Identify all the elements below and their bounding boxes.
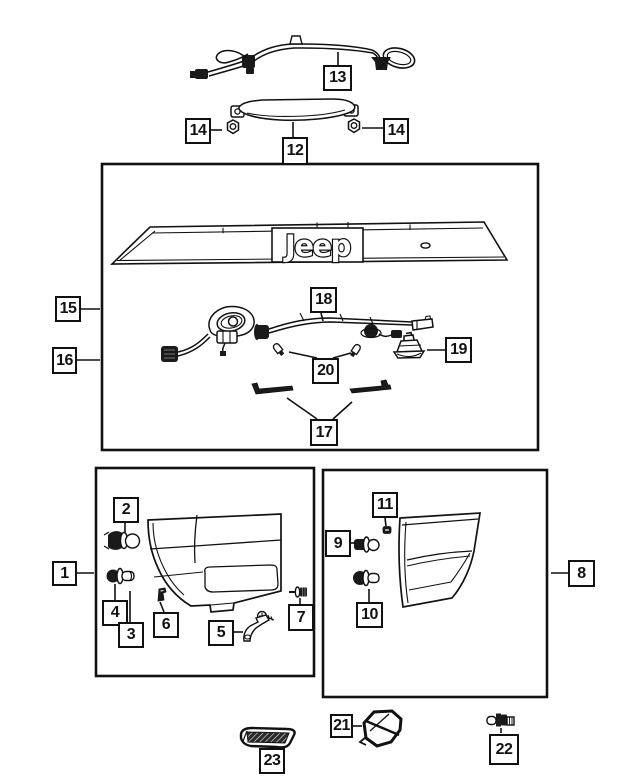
callout-19[interactable]: 19 xyxy=(445,337,472,363)
callout-8[interactable]: 8 xyxy=(568,560,595,587)
callout-2[interactable]: 2 xyxy=(113,497,139,523)
wiring-harness-13-drawing xyxy=(190,35,416,79)
callout-15[interactable]: 15 xyxy=(55,296,81,322)
socket-2-drawing xyxy=(103,531,141,550)
callout-6[interactable]: 6 xyxy=(153,612,179,638)
frame-boxes xyxy=(94,162,549,699)
callout-20[interactable]: 20 xyxy=(312,358,339,384)
callout-14-right[interactable]: 14 xyxy=(383,118,409,144)
bracket-5-drawing xyxy=(243,610,275,642)
callout-13[interactable]: 13 xyxy=(323,65,352,91)
stop-lamp-12-drawing xyxy=(230,98,359,121)
socket-bulb-4-3-drawing xyxy=(106,567,135,585)
callout-4[interactable]: 4 xyxy=(102,600,128,626)
callout-10[interactable]: 10 xyxy=(356,602,383,628)
license-lamp-21-drawing xyxy=(358,709,403,748)
callout-14-left[interactable]: 14 xyxy=(185,118,211,144)
vent-23-drawing xyxy=(239,726,296,749)
callout-11[interactable]: 11 xyxy=(372,492,398,518)
callout-1[interactable]: 1 xyxy=(52,561,77,586)
callout-9[interactable]: 9 xyxy=(325,530,351,557)
frame-box-liftgate-applique xyxy=(100,162,540,452)
frame-box-tail-lamp-right xyxy=(321,468,549,699)
jeep-badge-plate xyxy=(271,227,364,263)
leader-lines xyxy=(77,52,568,748)
callout-23[interactable]: 23 xyxy=(259,748,285,774)
nut-14-left-drawing xyxy=(226,119,240,135)
clip-6-drawing xyxy=(157,587,167,602)
bracket-17-left-drawing xyxy=(251,382,294,395)
applique-drawing: Jeep xyxy=(110,221,509,265)
callout-3[interactable]: 3 xyxy=(118,622,144,648)
bulb-20-right-drawing xyxy=(350,343,361,358)
liftgate-harness-18-drawing xyxy=(161,305,434,362)
screw-7-drawing xyxy=(289,586,307,598)
callout-12[interactable]: 12 xyxy=(282,137,308,165)
jeep-badge-text: Jeep xyxy=(283,229,351,263)
bracket-17-right-drawing xyxy=(349,379,392,394)
callout-16[interactable]: 16 xyxy=(52,347,77,374)
bulb-20-left-drawing xyxy=(272,343,285,356)
callout-17[interactable]: 17 xyxy=(310,419,338,446)
socket-bulb-10-drawing xyxy=(353,569,380,587)
callout-7[interactable]: 7 xyxy=(288,604,314,631)
socket-9-drawing xyxy=(354,536,380,553)
callout-5[interactable]: 5 xyxy=(208,620,234,646)
clip-11-drawing xyxy=(382,526,392,534)
callout-21[interactable]: 21 xyxy=(330,714,353,738)
frame-box-tail-lamp-left xyxy=(94,466,316,678)
tail-lamp-left-drawing xyxy=(147,513,282,613)
callout-22[interactable]: 22 xyxy=(489,734,519,765)
license-lamp-19-drawing xyxy=(392,331,426,359)
callout-18[interactable]: 18 xyxy=(310,287,337,313)
nut-14-right-drawing xyxy=(347,118,361,134)
socket-bulb-22-drawing xyxy=(486,713,515,727)
tail-lamp-right-drawing xyxy=(398,512,482,608)
